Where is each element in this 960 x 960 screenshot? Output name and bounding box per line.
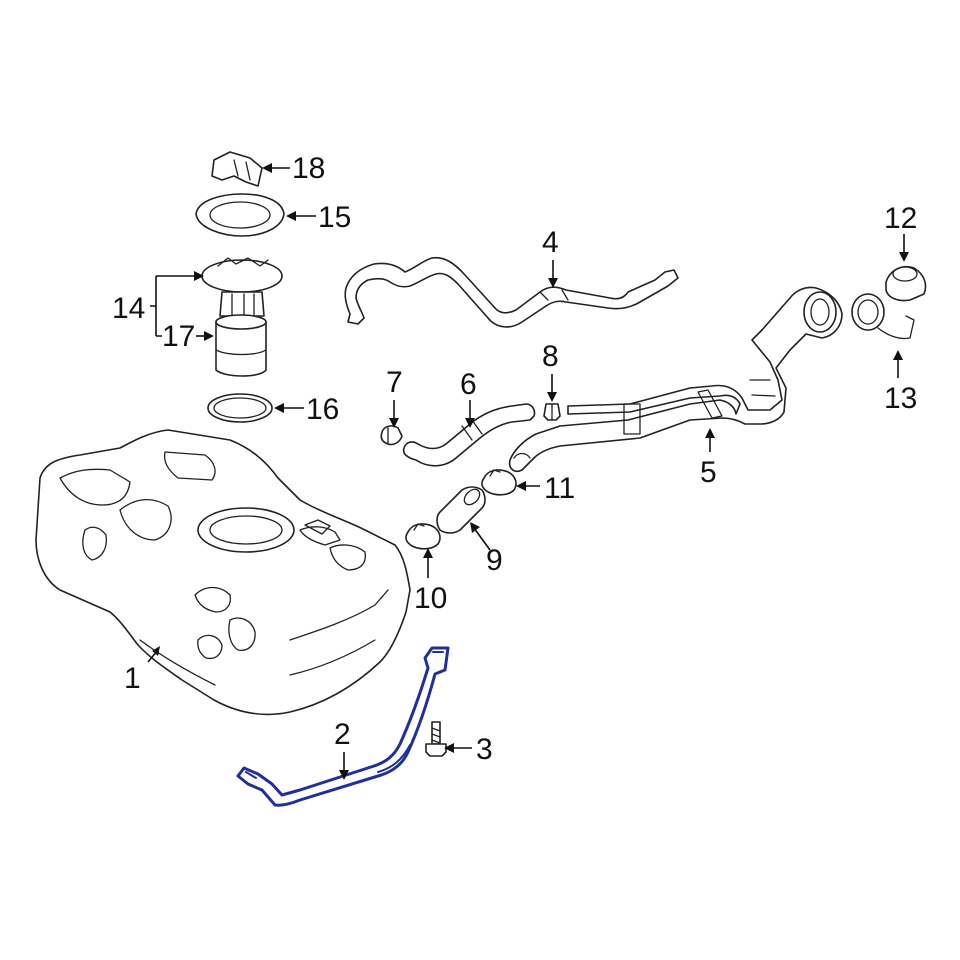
callout-5: 5 [700, 456, 717, 489]
part-17-fuel-pump[interactable] [215, 314, 267, 377]
part-2-tank-strap[interactable] [236, 646, 450, 807]
callout-10: 10 [414, 582, 447, 615]
callout-1: 1 [124, 662, 141, 695]
part-14-fuel-pump-module[interactable] [201, 257, 283, 317]
callout-7: 7 [386, 366, 403, 399]
callout-11: 11 [544, 472, 575, 505]
callout-2: 2 [334, 718, 351, 751]
part-13-cap-tether[interactable] [851, 293, 915, 340]
part-12-fuel-cap[interactable] [885, 266, 927, 302]
callout-8: 8 [542, 340, 559, 373]
callout-14: 14 [112, 292, 145, 325]
callout-9: 9 [486, 544, 503, 577]
part-4-vapor-line[interactable] [344, 256, 679, 328]
callout-6: 6 [460, 368, 477, 401]
callout-15: 15 [318, 201, 351, 234]
part-11-clamp[interactable] [481, 469, 517, 496]
part-15-lock-ring[interactable] [195, 193, 285, 237]
callout-13: 13 [884, 382, 917, 415]
leader-lines [147, 163, 909, 780]
part-3-bolt[interactable] [425, 721, 447, 757]
callout-17: 17 [162, 320, 195, 353]
callout-16: 16 [306, 393, 339, 426]
part-16-gasket[interactable] [207, 393, 273, 423]
part-9-hose-section[interactable] [436, 486, 486, 534]
part-6-hose[interactable] [402, 403, 536, 467]
part-8-clamp[interactable] [543, 403, 561, 421]
callout-18: 18 [292, 152, 325, 185]
part-1-fuel-tank[interactable] [35, 429, 411, 716]
part-5-filler-pipe[interactable] [508, 286, 843, 473]
part-18-cover[interactable] [211, 151, 263, 187]
callout-12: 12 [884, 202, 917, 235]
part-7-clamp[interactable] [380, 425, 403, 446]
callout-3: 3 [476, 733, 493, 766]
callout-labels: 1 2 3 4 5 6 7 8 9 10 11 12 13 14 15 16 1… [112, 152, 917, 766]
part-10-clamp[interactable] [405, 523, 441, 550]
callout-4: 4 [542, 226, 559, 259]
